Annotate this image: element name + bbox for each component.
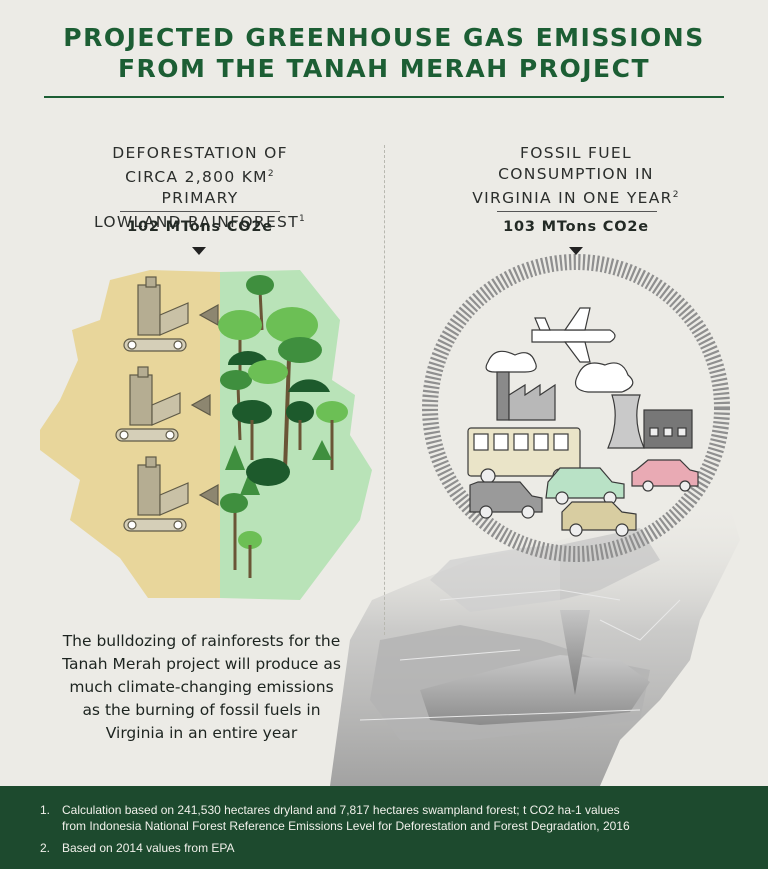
left-heading-line-2: CIRCA 2,800 KM2 PRIMARY [125,168,275,208]
summary-line-4: as the burning of fossil fuels in [82,701,321,719]
factory-icon [485,350,634,421]
left-heading: DEFORESTATION OF CIRCA 2,800 KM2 PRIMARY… [90,143,310,233]
right-heading-line-1: FOSSIL FUEL [520,144,632,162]
column-divider [384,145,385,635]
right-heading: FOSSIL FUEL CONSUMPTION IN VIRGINIA IN O… [466,143,686,209]
bulldozer-icon [115,276,219,532]
cooling-tower-icon [607,394,693,449]
right-heading-line-2: CONSUMPTION IN [498,165,654,183]
airplane-icon [531,307,616,363]
car-icon [469,459,699,537]
page-title: PROJECTED GREENHOUSE GAS EMISSIONS FROM … [0,22,768,84]
footnote-2-line-1: Based on 2014 values from EPA [62,841,235,855]
footnote-1-line-1: Calculation based on 241,530 hectares dr… [62,803,620,817]
title-line-2: FROM THE TANAH MERAH PROJECT [117,54,651,83]
right-heading-line-3: VIRGINIA IN ONE YEAR2 [472,189,680,208]
left-heading-line-3: LOWLAND RAINFOREST1 [94,213,306,232]
right-rule [497,211,657,212]
summary-line-2: Tanah Merah project will produce as [62,655,341,673]
arrow-down-right [569,247,583,255]
summary-line-3: much climate-changing emissions [69,678,334,696]
left-value: 102 MTons CO2e [127,219,273,235]
footnote-1-line-2: from Indonesia National Forest Reference… [62,819,630,833]
summary-line-5: Virginia in an entire year [105,724,298,742]
illustration-layer [40,247,740,786]
left-heading-line-1: DEFORESTATION OF [112,144,288,162]
right-value: 103 MTons CO2e [503,219,649,235]
summary-line-1: The bulldozing of rainforests for the [62,632,341,650]
cleared-land [40,270,372,600]
arrow-down-left [192,247,206,255]
emission-ring [422,254,730,562]
footnotes-panel: 1. Calculation based on 241,530 hectares… [0,786,768,869]
title-rule [44,96,724,98]
summary-text: The bulldozing of rainforests for the Ta… [34,630,369,745]
left-rule [120,211,280,212]
tree-icon [218,275,348,578]
title-line-1: PROJECTED GREENHOUSE GAS EMISSIONS [63,23,705,52]
